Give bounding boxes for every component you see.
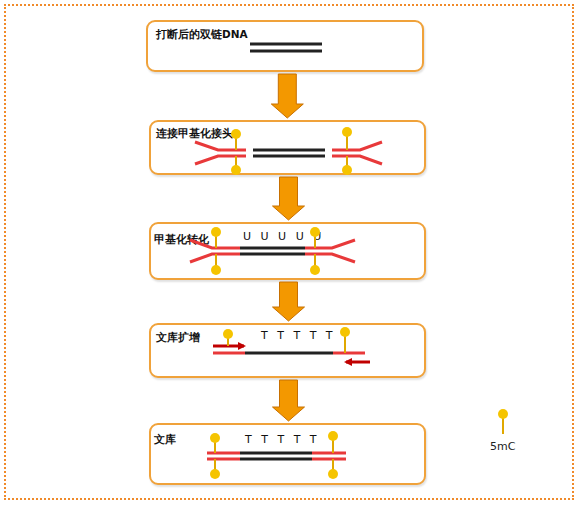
flow-arrow [273, 282, 305, 321]
adapter-ligation-box: 连接甲基化接头 [149, 120, 426, 175]
step-label: 文库扩增 [156, 331, 200, 344]
flow-arrow [273, 380, 305, 421]
arrow-body [273, 380, 305, 421]
legend-label: 5mC [490, 440, 515, 453]
base-letters: T T T T T [245, 433, 320, 446]
arrow-body [273, 177, 305, 220]
arrow-body [271, 74, 303, 118]
conversion-box: 甲基化转化 U U U U U [149, 222, 426, 280]
legend-lollipop [498, 409, 508, 434]
arrow-body [273, 282, 305, 321]
base-letters: T T T T T [261, 329, 336, 342]
flow-arrow [271, 74, 303, 118]
library-box: 文库 T T T T T [149, 423, 426, 485]
step-label: 打断后的双链DNA [156, 28, 248, 41]
step-label: 文库 [154, 433, 176, 446]
fragmented-dna-box: 打断后的双链DNA [146, 20, 424, 72]
step-label: 甲基化转化 [154, 233, 209, 246]
base-letters: U U U U U [243, 230, 324, 243]
amplification-box: 文库扩增 T T T T T [149, 323, 426, 378]
flow-arrow [273, 177, 305, 220]
step-label: 连接甲基化接头 [156, 127, 233, 140]
